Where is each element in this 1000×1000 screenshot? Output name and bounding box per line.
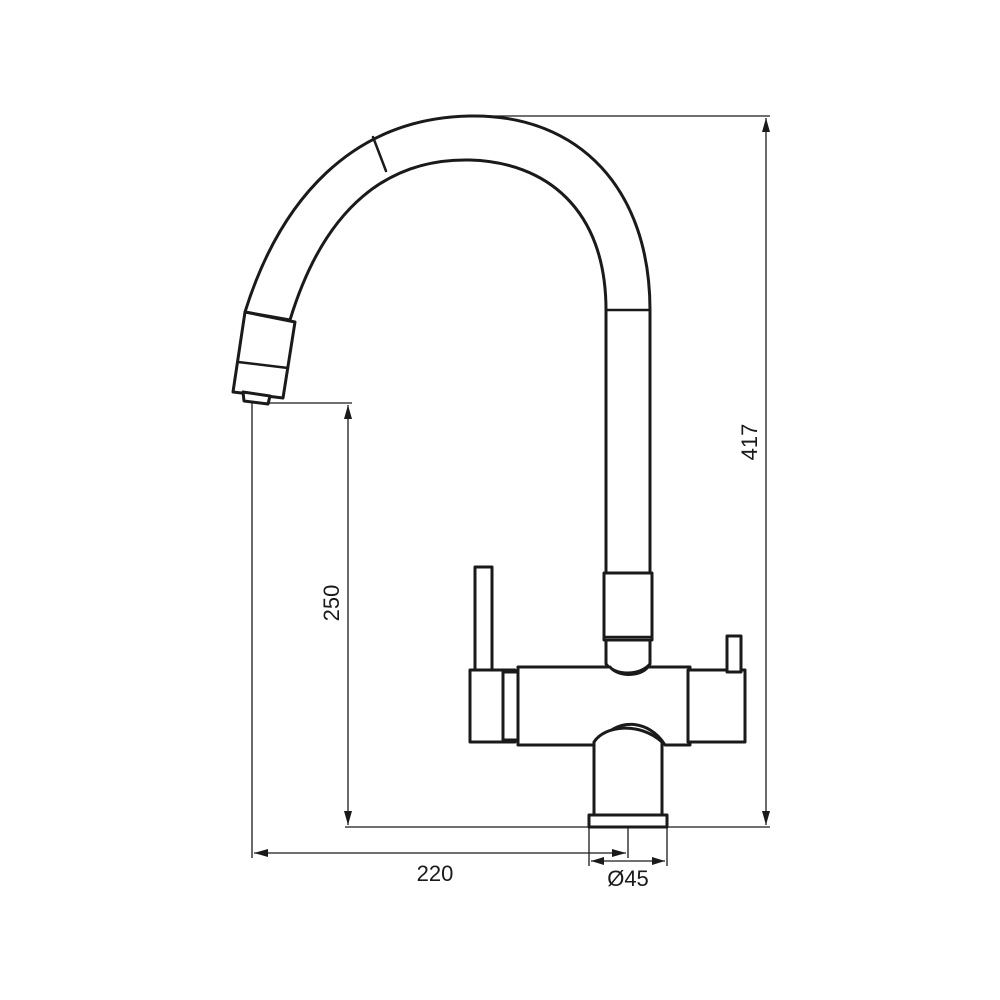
collar-neck [604,638,652,675]
arrow-spout-height-bottom [344,811,352,825]
arrow-reach-left [254,849,268,857]
arrow-diameter-left [591,857,604,865]
left-lever [473,565,494,674]
base-ring [587,813,669,829]
label-total-height: 417 [737,424,762,461]
label-spout-height: 250 [319,585,344,622]
dimension-labels: 417 250 220 Ø45 [319,424,762,891]
arrow-total-height-bottom [762,811,770,825]
gooseneck-spout [243,114,652,577]
aerator-tip [241,390,272,406]
arrow-spout-height-top [344,405,352,419]
right-cartridge-housing [686,668,747,744]
label-reach: 220 [417,861,454,886]
arrow-reach-right [612,849,626,857]
faucet-outline [231,114,747,829]
spout-seam [371,135,388,173]
spout-head-band [236,360,290,370]
base-column [592,726,664,817]
arrow-diameter-right [652,857,665,865]
dimension-lines [251,115,770,866]
spout-head [231,310,297,400]
spout-collar [602,571,654,642]
label-base-diameter: Ø45 [607,866,649,891]
right-knob [725,634,743,674]
arrow-total-height-top [762,118,770,132]
